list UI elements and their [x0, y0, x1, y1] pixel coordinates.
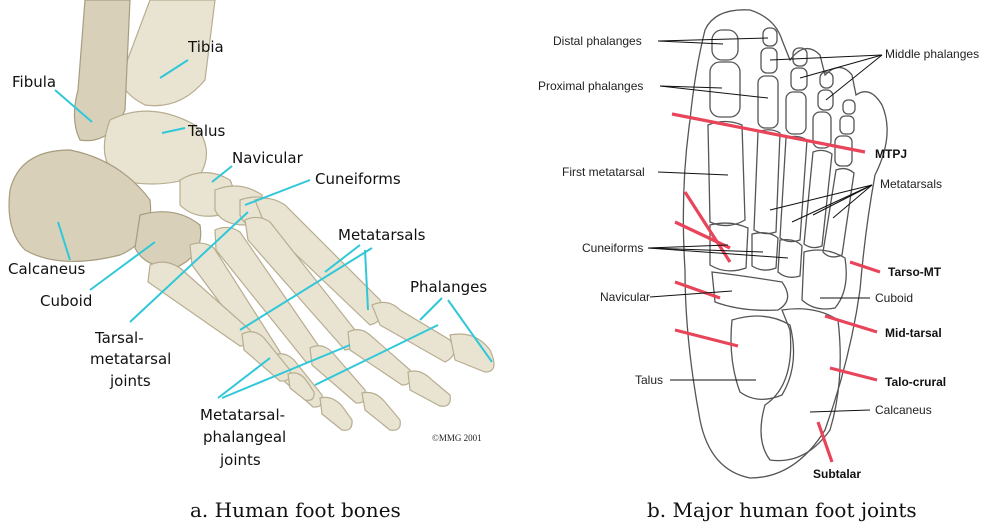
talo-crural-marker-2 [830, 368, 877, 380]
label-navicular: Navicular [600, 290, 650, 304]
label-cuneiforms: Cuneiforms [582, 241, 643, 255]
label-metatarsals: Metatarsals [338, 226, 426, 244]
label-tibia: Tibia [187, 38, 224, 56]
toe4-middle [818, 90, 833, 110]
label-mp-joints-1: Metatarsal- [200, 406, 285, 424]
label-metatarsals: Metatarsals [880, 177, 942, 191]
label-joint-mid-tarsal: Mid-tarsal [885, 326, 942, 340]
metatarsal-b-4 [804, 150, 832, 247]
label-talus: Talus [187, 122, 226, 140]
label-distal-phalanges: Distal phalanges [553, 34, 642, 48]
talo-crural-marker-1 [675, 330, 738, 346]
toe2-distal [763, 28, 777, 46]
foot-outline [683, 10, 887, 478]
label-joint-talo-crural: Talo-crural [885, 375, 946, 389]
label-fibula: Fibula [12, 73, 56, 91]
label-calcaneus: Calcaneus [875, 403, 932, 417]
label-cuboid: Cuboid [40, 292, 92, 310]
label-cuneiforms: Cuneiforms [315, 170, 401, 188]
label-navicular: Navicular [232, 149, 304, 167]
mid-tarsal-marker-2 [825, 316, 877, 332]
label-middle-phalanges: Middle phalanges [885, 47, 979, 61]
toe3-proximal [786, 92, 806, 134]
phalanx-big-2 [450, 334, 494, 372]
toe2-proximal [758, 76, 778, 128]
label-first-metatarsal: First metatarsal [562, 165, 645, 179]
phalanx-3b [362, 392, 400, 430]
tarso-mt-marker-3 [850, 262, 880, 272]
label-calcaneus: Calcaneus [8, 260, 86, 278]
label-phalanges: Phalanges [410, 278, 487, 296]
foot-bones-svg: Tibia Fibula Talus Navicular Cuneiforms … [0, 0, 520, 490]
toe5-middle [840, 116, 854, 134]
metatarsal-b-3 [780, 136, 807, 241]
big-toe-proximal [710, 62, 740, 117]
metatarsal-b-1 [708, 122, 745, 226]
label-talus: Talus [635, 373, 663, 387]
toe5-proximal [835, 136, 852, 166]
phalanx-2b [408, 371, 450, 406]
toe3-middle [791, 68, 807, 90]
foot-joints-svg: Distal phalanges Middle phalanges Proxim… [520, 0, 992, 490]
foot-bones-illustration: Tibia Fibula Talus Navicular Cuneiforms … [0, 0, 520, 490]
label-mp-joints-2: phalangeal [203, 428, 286, 446]
big-toe-distal [712, 30, 738, 60]
label-joint-mtpj: MTPJ [875, 147, 907, 161]
copyright-text: ©MMG 2001 [432, 433, 482, 443]
cuneiform-b-3 [778, 240, 802, 278]
metatarsal-bones [708, 122, 854, 257]
calcaneus-b [761, 309, 840, 461]
label-joint-subtalar: Subtalar [813, 467, 861, 481]
joint-markers [672, 114, 880, 462]
phalanx-5b [288, 373, 314, 400]
toe2-middle [761, 48, 777, 73]
caption-foot-bones: a. Human foot bones [190, 498, 401, 522]
caption-foot-joints: b. Major human foot joints [647, 498, 917, 522]
label-cuboid: Cuboid [875, 291, 913, 305]
mtpj-marker [672, 114, 865, 152]
phalanx-4b [320, 397, 352, 430]
tarsal-bones [710, 223, 846, 461]
label-mp-joints-3: joints [219, 451, 261, 469]
label-joint-tarso-mt: Tarso-MT [888, 265, 942, 279]
talus-b [731, 316, 794, 399]
metatarsal-b-2 [754, 130, 780, 234]
label-tarsal-metatarsal-1: Tarsal- [94, 329, 144, 347]
foot-joints-diagram: Distal phalanges Middle phalanges Proxim… [520, 0, 992, 490]
toe5-distal [843, 100, 855, 114]
label-proximal-phalanges: Proximal phalanges [538, 79, 643, 93]
cuboid-b [802, 250, 846, 309]
label-tarsal-metatarsal-2: metatarsal [90, 350, 171, 368]
label-tarsal-metatarsal-3: joints [109, 372, 151, 390]
